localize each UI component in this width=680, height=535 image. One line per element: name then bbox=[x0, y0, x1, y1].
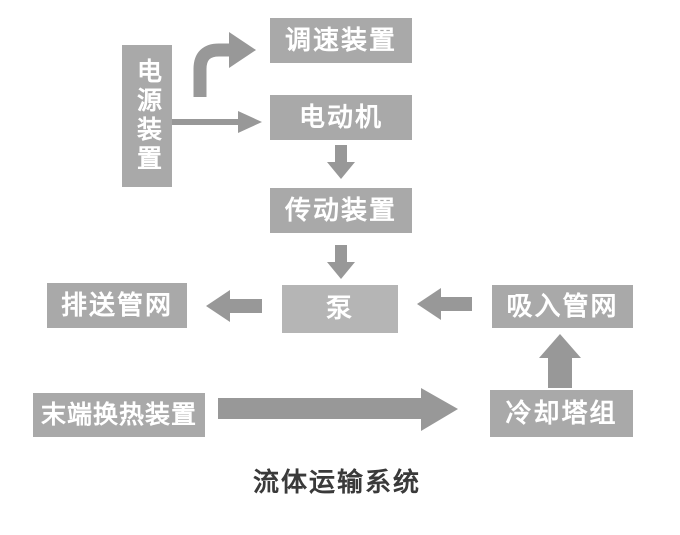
node-terminal-heat-exchange-label: 末端换热装置 bbox=[40, 401, 197, 429]
node-suction-network-label: 吸入管网 bbox=[506, 291, 619, 321]
node-suction-network: 吸入管网 bbox=[492, 285, 633, 328]
node-discharge-network: 排送管网 bbox=[47, 283, 187, 328]
node-transmission-label: 传动装置 bbox=[284, 195, 397, 225]
node-cooling-towers-label: 冷却塔组 bbox=[505, 398, 618, 428]
node-pump: 泵 bbox=[282, 285, 398, 333]
node-motor: 电动机 bbox=[270, 95, 412, 140]
node-cooling-towers: 冷却塔组 bbox=[490, 390, 633, 437]
power-to-motor-arrow bbox=[172, 111, 262, 133]
node-motor-label: 电动机 bbox=[298, 102, 383, 132]
diagram-title: 流体运输系统 bbox=[253, 468, 422, 497]
motor-to-transmission-arrow bbox=[327, 145, 355, 179]
transmission-to-pump-arrow bbox=[327, 245, 355, 279]
cooling-to-suction-arrow bbox=[539, 334, 581, 388]
power-to-speed-arrow bbox=[193, 32, 256, 97]
node-power-supply: 电源装置 bbox=[122, 45, 172, 187]
suction-to-pump-arrow bbox=[417, 288, 472, 320]
node-terminal-heat-exchange: 末端换热装置 bbox=[33, 393, 205, 437]
node-speed-control-label: 调速装置 bbox=[284, 25, 397, 55]
node-discharge-network-label: 排送管网 bbox=[60, 290, 173, 320]
pump-to-discharge-arrow bbox=[206, 290, 262, 322]
node-power-supply-label: 电源装置 bbox=[133, 58, 161, 174]
node-transmission: 传动装置 bbox=[270, 188, 412, 233]
terminal-to-cooling-arrow bbox=[218, 388, 458, 431]
node-speed-control: 调速装置 bbox=[270, 18, 412, 63]
node-pump-label: 泵 bbox=[325, 294, 354, 323]
